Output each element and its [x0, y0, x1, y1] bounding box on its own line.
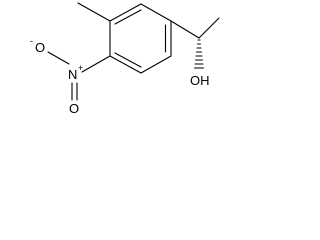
benzene-ring	[109, 3, 172, 74]
nitro-oxygen-upper-charge: -	[30, 36, 33, 46]
ring-double-bond-c1-c2	[114, 9, 142, 25]
ring-bond-c5-c6	[109, 55, 142, 74]
nitro-oxygen-upper-label: O	[35, 40, 45, 55]
ring-bond-c1-c2	[109, 3, 142, 22]
nitro-oxygen-lower-label: O	[69, 101, 79, 116]
ring-bond-c4-c5	[140, 55, 172, 74]
ring-to-nitro-bond	[81, 55, 111, 73]
ring-double-bond-c5-c6	[114, 52, 142, 68]
hashed-wedge-bond	[193, 39, 205, 69]
ring-bond-c2-c3	[140, 3, 172, 22]
chemical-structure-diagram: N + O - O OH	[30, 2, 220, 116]
hydroxyethyl-group: OH	[170, 17, 220, 88]
stereocenter-to-methyl-bond	[198, 17, 220, 39]
methyl-bond	[77, 2, 111, 22]
hydroxyl-label: OH	[190, 73, 210, 88]
nitro-n-to-o-upper-bond	[47, 51, 70, 65]
nitro-group: N + O - O	[30, 36, 111, 116]
nitro-nitrogen-label: N	[68, 67, 77, 82]
nitro-nitrogen-charge: +	[78, 63, 83, 73]
ring-to-stereocenter-bond	[170, 20, 200, 39]
